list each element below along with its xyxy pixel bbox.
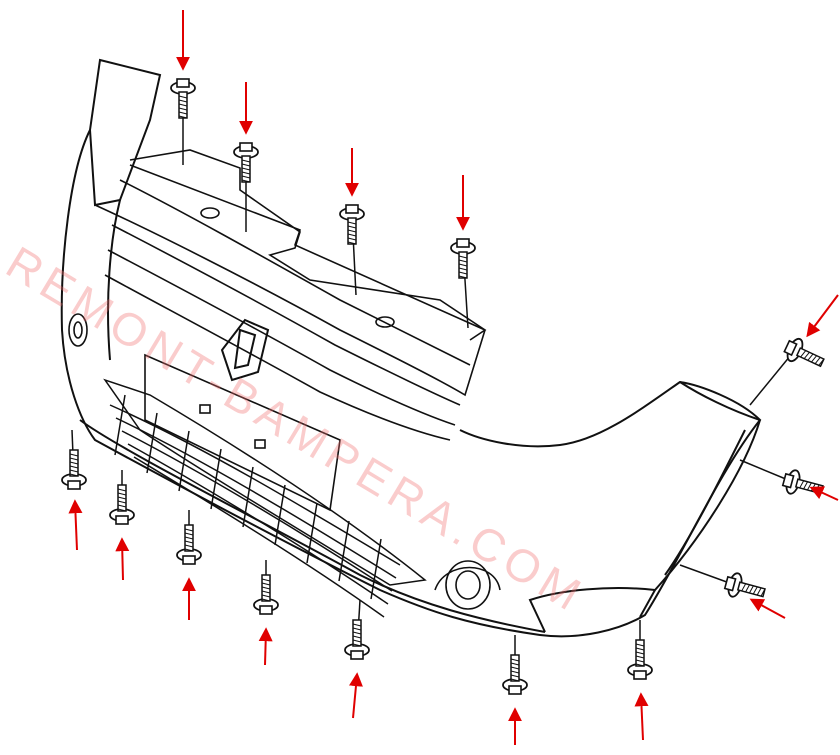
license-plate-area bbox=[144, 353, 341, 512]
bottom-bolt-1-arrow bbox=[68, 499, 83, 551]
bottom-bolt-2 bbox=[109, 484, 135, 525]
side-bolt-2-arrow bbox=[809, 486, 839, 501]
lower-grille bbox=[103, 378, 427, 618]
bottom-bolt-7-arrow bbox=[634, 692, 649, 741]
top-bolt-1 bbox=[170, 78, 196, 119]
top-bolt-2 bbox=[233, 142, 259, 183]
bottom-bolt-4-arrow bbox=[258, 627, 273, 666]
bottom-bolt-7 bbox=[627, 639, 653, 680]
bottom-bolt-6 bbox=[502, 654, 528, 695]
bottom-bolt-5 bbox=[344, 619, 370, 660]
side-bolt-1 bbox=[783, 337, 825, 368]
side-bolt-3-arrow bbox=[749, 598, 786, 619]
upper-cover-plate bbox=[129, 149, 487, 341]
top-bolt-3 bbox=[339, 204, 365, 245]
bottom-bolt-1 bbox=[61, 449, 87, 490]
bumper-body bbox=[60, 58, 762, 638]
top-bolt-4 bbox=[450, 238, 476, 279]
bolt-layer bbox=[61, 10, 839, 745]
bottom-bolt-2-arrow bbox=[115, 537, 130, 581]
upper-grille bbox=[94, 164, 486, 441]
bottom-bolt-4 bbox=[253, 574, 279, 615]
side-bolt-3 bbox=[723, 572, 766, 598]
fog-light-left bbox=[68, 313, 88, 347]
logo-emblem bbox=[220, 318, 270, 382]
side-bolt-1-arrow bbox=[806, 294, 839, 338]
bottom-bolt-3 bbox=[176, 524, 202, 565]
side-bolt-2 bbox=[781, 469, 824, 495]
bottom-bolt-5-arrow bbox=[348, 672, 363, 719]
fog-light-right bbox=[434, 560, 501, 610]
